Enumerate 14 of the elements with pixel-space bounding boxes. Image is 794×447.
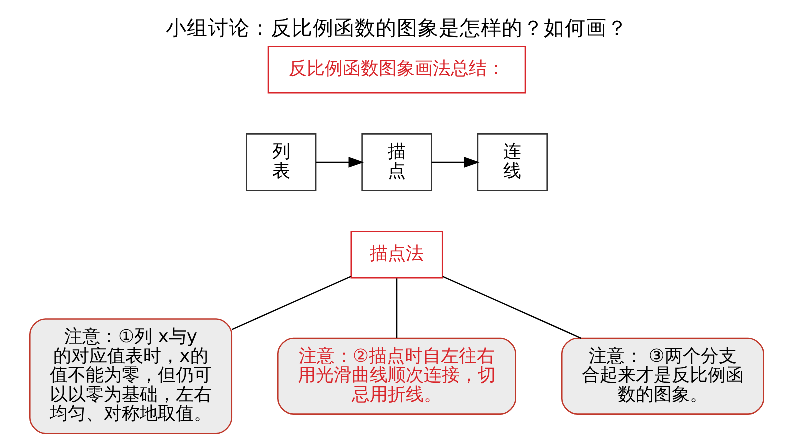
node-box: 描点 <box>362 134 432 192</box>
node-box: 注意：②描点时自左往右用光滑曲线顺次连接，切忌用折线。 <box>278 338 516 415</box>
connector <box>232 276 352 330</box>
arrow <box>432 157 480 168</box>
node-box: 连线 <box>477 134 548 192</box>
diagram-title: 小组讨论：反比例函数的图象是怎样的？如何画？ <box>166 16 628 40</box>
node-box: 列表 <box>246 134 317 192</box>
node-box: 注意：①列 x与y的对应值表时，x的值不能为零，但仍可以以零为基础，左右均匀、对称地取值。 <box>30 318 233 434</box>
node-box: 注意： ③两个分支合起来才是反比例函数的图象。 <box>561 338 764 415</box>
arrow <box>316 157 364 168</box>
node-box: 描点法 <box>350 231 444 279</box>
connector <box>442 276 582 339</box>
connector <box>396 278 398 338</box>
node-box: 反比例函数图象画法总结： <box>268 46 526 94</box>
